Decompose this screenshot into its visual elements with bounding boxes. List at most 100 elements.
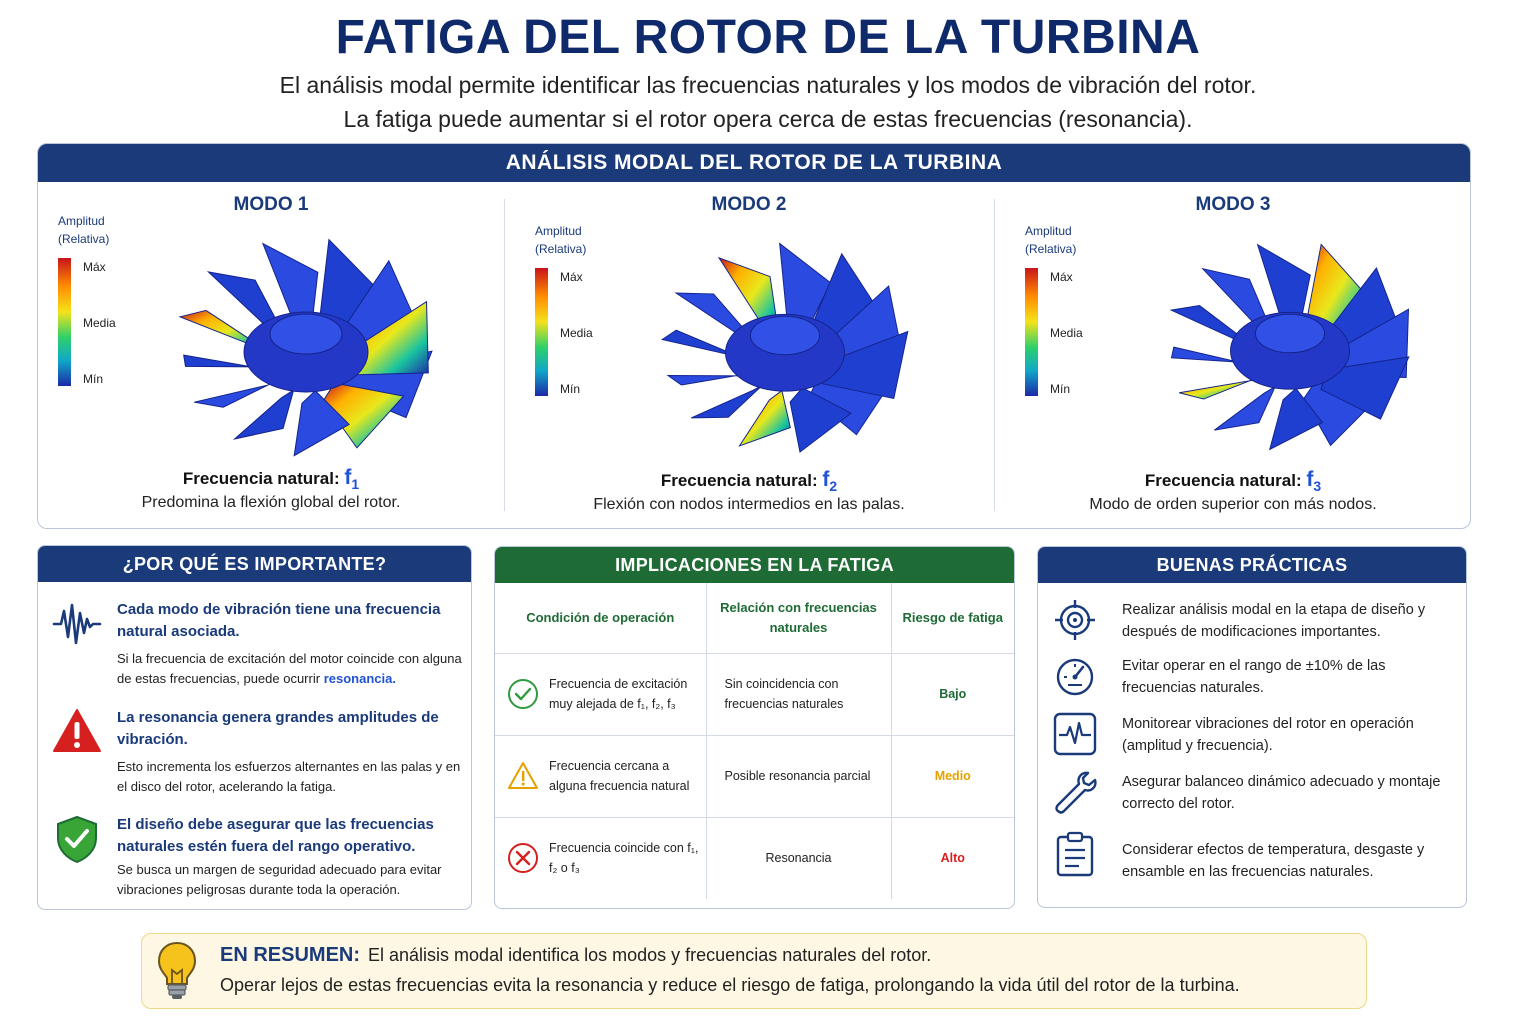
column-header: Riesgo de fatiga [891, 583, 1014, 654]
mode-divider [504, 199, 505, 511]
amplitude-legend: Amplitud(Relativa) Máx Media Mín [1025, 222, 1115, 402]
why-item-body: Esto incrementa los esfuerzos alternante… [117, 759, 461, 794]
practice-item: Evitar operar en el rango de ±10% de las… [1052, 653, 1462, 703]
amplitude-legend: Amplitud(Relativa) Máx Media Mín [58, 212, 148, 392]
why-item-heading: Cada modo de vibración tiene una frecuen… [117, 601, 441, 640]
mode-3-card: MODO 3 Amplitud(Relativa) Máx Media Mín … [995, 182, 1470, 528]
why-item-body: Si la frecuencia de excitación del motor… [117, 651, 462, 686]
gauge-icon [1056, 658, 1094, 696]
summary-line-1: EN RESUMEN:El análisis modal identifica … [220, 944, 932, 966]
modal-panel-header: ANÁLISIS MODAL DEL ROTOR DE LA TURBINA [38, 144, 1470, 182]
lightbulb-icon [157, 941, 197, 999]
relation-cell: Posible resonancia parcial [706, 735, 892, 818]
column-header: Relación con frecuencias naturales [706, 583, 892, 654]
legend-mid-label: Media [1050, 326, 1083, 340]
table-row: Frecuencia coincide con f₁, f₂ o f₃ Reso… [495, 817, 1014, 899]
color-scale-bar [535, 268, 548, 396]
implications-panel-header: IMPLICACIONES EN LA FATIGA [495, 547, 1014, 583]
legend-min-label: Mín [1050, 382, 1071, 396]
legend-title: Amplitud(Relativa) [535, 224, 587, 256]
why-item: La resonancia genera grandes amplitudes … [52, 707, 462, 803]
practices-panel-header: BUENAS PRÁCTICAS [1038, 547, 1466, 583]
mode-title: MODO 2 [711, 194, 787, 215]
condition-cell: Frecuencia coincide con f₁, f₂ o f₃ [495, 817, 707, 899]
natural-frequency-label: Frecuencia natural: f1 [182, 466, 360, 493]
table-row: Frecuencia de excitación muy alejada de … [495, 653, 1014, 736]
natural-frequency-label: Frecuencia natural: f3 [1144, 468, 1322, 495]
legend-max-label: Máx [83, 260, 106, 274]
practice-text: Considerar efectos de temperatura, desga… [1122, 842, 1425, 880]
amplitude-legend: Amplitud(Relativa) Máx Media Mín [535, 222, 625, 402]
mode-title: MODO 1 [233, 194, 309, 215]
legend-max-label: Máx [1050, 270, 1073, 284]
implications-table: Condición de operación Relación con frec… [495, 583, 1014, 899]
legend-mid-label: Media [83, 316, 116, 330]
legend-title: Amplitud(Relativa) [1025, 224, 1077, 256]
subtitle-line-2: La fatiga puede aumentar si el rotor ope… [343, 106, 1193, 132]
legend-min-label: Mín [83, 372, 104, 386]
summary-label: EN RESUMEN: [220, 944, 361, 966]
shield-check-icon [57, 815, 97, 864]
subtitle-line-1: El análisis modal permite identificar la… [279, 72, 1257, 98]
good-practices-panel: BUENAS PRÁCTICAS Realizar análisis modal… [1037, 546, 1467, 908]
target-icon [1055, 600, 1095, 640]
why-item-body: Se busca un margen de seguridad adecuado… [117, 862, 442, 897]
practice-item: Realizar análisis modal en la etapa de d… [1052, 597, 1462, 647]
mode-1-card: MODO 1 Amplitud(Relativa) Máx Media Mín … [38, 182, 504, 528]
modal-analysis-panel: ANÁLISIS MODAL DEL ROTOR DE LA TURBINA M… [37, 143, 1471, 529]
summary-banner: EN RESUMEN:El análisis modal identifica … [141, 933, 1367, 1009]
risk-cell: Bajo [891, 653, 1014, 736]
condition-cell: Frecuencia de excitación muy alejada de … [495, 653, 707, 736]
practice-text: Realizar análisis modal en la etapa de d… [1122, 602, 1426, 640]
clipboard-icon [1056, 831, 1094, 877]
legend-max-label: Máx [560, 270, 583, 284]
mode-divider [994, 199, 995, 511]
mode-title: MODO 3 [1195, 194, 1271, 215]
x-circle-icon [508, 843, 538, 874]
practice-text: Evitar operar en el rango de ±10% de las… [1122, 658, 1386, 696]
warning-triangle-icon [53, 709, 101, 752]
practice-item: Monitorear vibraciones del rotor en oper… [1052, 711, 1462, 761]
rotor-mode-3-image [1169, 243, 1410, 451]
waveform-icon [52, 603, 102, 645]
legend-mid-label: Media [560, 326, 593, 340]
rotor-mode-2-image [661, 242, 909, 453]
mode-2-card: MODO 2 Amplitud(Relativa) Máx Media Mín … [505, 182, 993, 528]
resonance-highlight: resonancia. [323, 671, 396, 686]
table-row: Frecuencia cercana a alguna frecuencia n… [495, 735, 1014, 818]
wrench-icon [1055, 771, 1097, 814]
why-panel-header: ¿POR QUÉ ES IMPORTANTE? [38, 546, 471, 582]
legend-min-label: Mín [560, 382, 581, 396]
color-scale-bar [1025, 268, 1038, 396]
mode-description: Flexión con nodos intermedios en las pal… [593, 496, 905, 513]
why-item: Cada modo de vibración tiene una frecuen… [52, 599, 462, 695]
relation-cell: Sin coincidencia con frecuencias natural… [706, 653, 892, 736]
summary-line-2: Operar lejos de estas frecuencias evita … [220, 975, 1240, 995]
column-header: Condición de operación [495, 583, 707, 654]
why-item-heading: El diseño debe asegurar que las frecuenc… [117, 816, 434, 855]
rotor-mode-1-image [178, 238, 433, 457]
page-title: FATIGA DEL ROTOR DE LA TURBINA [335, 11, 1201, 64]
why-important-panel: ¿POR QUÉ ES IMPORTANTE? Cada modo de vib… [37, 545, 472, 910]
practice-text: Asegurar balanceo dinámico adecuado y mo… [1122, 774, 1441, 812]
why-item: El diseño debe asegurar que las frecuenc… [52, 814, 462, 909]
risk-cell: Medio [891, 735, 1014, 818]
color-scale-bar [58, 258, 71, 386]
legend-title: Amplitud(Relativa) [58, 214, 110, 246]
mode-description: Modo de orden superior con más nodos. [1089, 496, 1377, 513]
page-subtitle: El análisis modal permite identificar la… [0, 68, 1536, 136]
fatigue-implications-panel: IMPLICACIONES EN LA FATIGA Condición de … [494, 546, 1015, 909]
risk-cell: Alto [940, 851, 965, 866]
practice-item: Asegurar balanceo dinámico adecuado y mo… [1052, 769, 1462, 819]
why-item-heading: La resonancia genera grandes amplitudes … [117, 709, 439, 748]
monitor-pulse-icon [1053, 712, 1097, 756]
practice-text: Monitorear vibraciones del rotor en oper… [1122, 716, 1414, 754]
practice-item: Considerar efectos de temperatura, desga… [1052, 831, 1462, 881]
check-circle-icon [508, 679, 538, 709]
table-header-row: Condición de operación Relación con frec… [495, 583, 1014, 654]
mode-description: Predomina la flexión global del rotor. [141, 494, 401, 511]
relation-cell: Resonancia [706, 817, 892, 899]
condition-cell: Frecuencia cercana a alguna frecuencia n… [495, 735, 707, 818]
natural-frequency-label: Frecuencia natural: f2 [660, 468, 838, 495]
warning-outline-icon [508, 762, 538, 789]
